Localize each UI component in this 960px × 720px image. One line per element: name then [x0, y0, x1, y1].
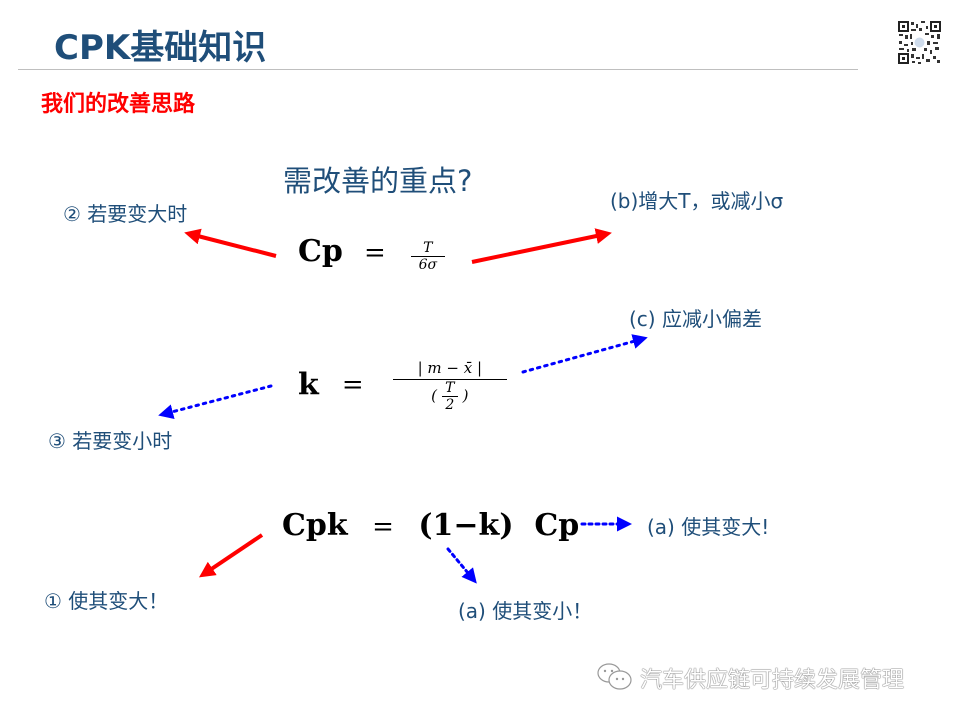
cpk-lhs: Cpk: [282, 508, 348, 543]
cp-denominator: 6σ: [418, 257, 438, 273]
cpk-formula: Cpk = (1−k) Cp: [282, 508, 579, 543]
cp-numerator: T: [423, 240, 433, 256]
note-cp-method: (b)增大T，或减小σ: [610, 189, 784, 213]
note-cp-increase: ② 若要变大时: [63, 202, 188, 226]
slide-title: CPK基础知识: [54, 28, 267, 68]
cp-lhs: Cp: [298, 234, 343, 269]
red-arrow-cp-right: [471, 228, 612, 264]
watermark-text: 汽车供应链可持续发展管理: [640, 668, 905, 693]
red-arrow-cp-left: [184, 228, 277, 258]
cp-equals: =: [363, 238, 386, 268]
cp-formula: Cp = T 6σ: [298, 234, 445, 272]
section-subtitle: 我们的改善思路: [41, 92, 196, 117]
cp-fraction: T 6σ: [410, 240, 445, 273]
note-k-method: (c) 应减小偏差: [629, 307, 762, 331]
k-lhs: k: [298, 367, 319, 403]
k-formula: k = | m − x̄ | ( T 2 ): [298, 358, 507, 412]
note-cpk-increase: ① 使其变大！: [44, 589, 169, 613]
red-arrow-cpk-left: [199, 533, 264, 578]
blue-dotted-arrow-k-right: [521, 334, 648, 374]
k-numerator: | m − x̄ |: [417, 359, 482, 377]
blue-dotted-arrow-cpk-down: [446, 547, 477, 584]
note-k-decrease: ③ 若要变小时: [48, 429, 173, 453]
k-fraction: | m − x̄ | ( T 2 ): [392, 358, 507, 413]
cpk-rhs: (1−k) Cp: [418, 508, 580, 543]
k-denominator: ( T 2 ): [431, 380, 469, 413]
key-question: 需改善的重点?: [283, 164, 473, 198]
title-divider: [18, 69, 858, 70]
note-cp-make-larger: (a) 使其变大!: [647, 515, 770, 539]
k-equals: =: [341, 370, 364, 400]
note-k-make-smaller: (a) 使其变小！: [458, 599, 593, 623]
wechat-icon: [597, 663, 632, 690]
blue-dotted-arrow-k-left: [158, 384, 273, 419]
qr-code-icon: [897, 20, 942, 65]
cpk-equals: =: [372, 512, 394, 542]
